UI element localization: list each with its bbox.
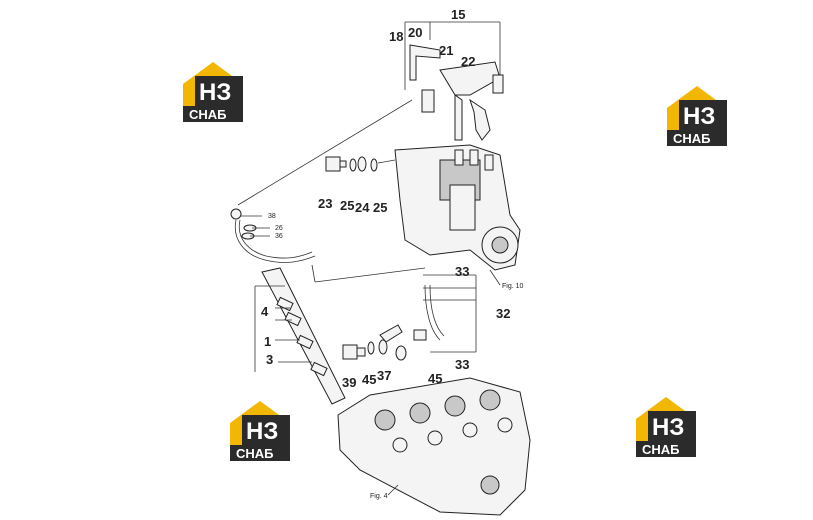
callout-20: 20	[408, 25, 422, 40]
callout-23: 23	[318, 196, 332, 211]
watermark-mark: НЗ	[652, 414, 684, 441]
callout-32: 32	[496, 306, 510, 321]
bolt-washer-set	[325, 156, 396, 172]
watermark-mark: НЗ	[199, 79, 231, 106]
callout-26: 26	[275, 225, 283, 232]
watermark-mark: НЗ	[683, 103, 715, 130]
callout-39: 39	[342, 375, 356, 390]
injection-pump	[394, 144, 521, 286]
callout-38: 38	[268, 213, 276, 220]
top-bracket-assembly	[237, 21, 504, 206]
callout-25a: 25	[340, 198, 354, 213]
fuel-pipe-upper	[230, 208, 426, 283]
injector-nozzle	[254, 267, 346, 405]
callout-25b: 25	[373, 200, 387, 215]
callout-33b: 33	[455, 357, 469, 372]
watermark-text: СНАБ	[673, 131, 711, 146]
watermark-logo-top-right: НЗ СНАБ	[667, 86, 727, 146]
callout-1: 1	[264, 334, 271, 349]
callout-3: 3	[266, 352, 273, 367]
cylinder-head	[337, 377, 531, 516]
return-pipe	[413, 274, 477, 353]
callout-36: 36	[275, 233, 283, 240]
callout-24: 24	[355, 200, 370, 215]
callout-37: 37	[377, 368, 391, 383]
watermark-mark: НЗ	[246, 418, 278, 445]
watermark-text: СНАБ	[642, 442, 680, 457]
callout-15: 15	[451, 7, 465, 22]
figure-ref-10: Fig. 10	[502, 283, 524, 290]
watermark-text: СНАБ	[236, 446, 274, 461]
watermark-logo-top-left: НЗ СНАБ	[183, 62, 243, 122]
watermark-logo-bottom-left: НЗ СНАБ	[230, 401, 290, 461]
callout-18: 18	[389, 29, 403, 44]
banjo-bolt-set	[342, 324, 407, 361]
figure-ref-4: Fig. 4	[370, 493, 388, 500]
watermark-logo-bottom-right: НЗ СНАБ	[636, 397, 696, 457]
callout-21: 21	[439, 43, 453, 58]
callout-4: 4	[261, 304, 269, 319]
callout-45a: 45	[362, 372, 376, 387]
watermark-text: СНАБ	[189, 107, 227, 122]
callout-33a: 33	[455, 264, 469, 279]
callout-22: 22	[461, 54, 475, 69]
callout-45b: 45	[428, 371, 442, 386]
